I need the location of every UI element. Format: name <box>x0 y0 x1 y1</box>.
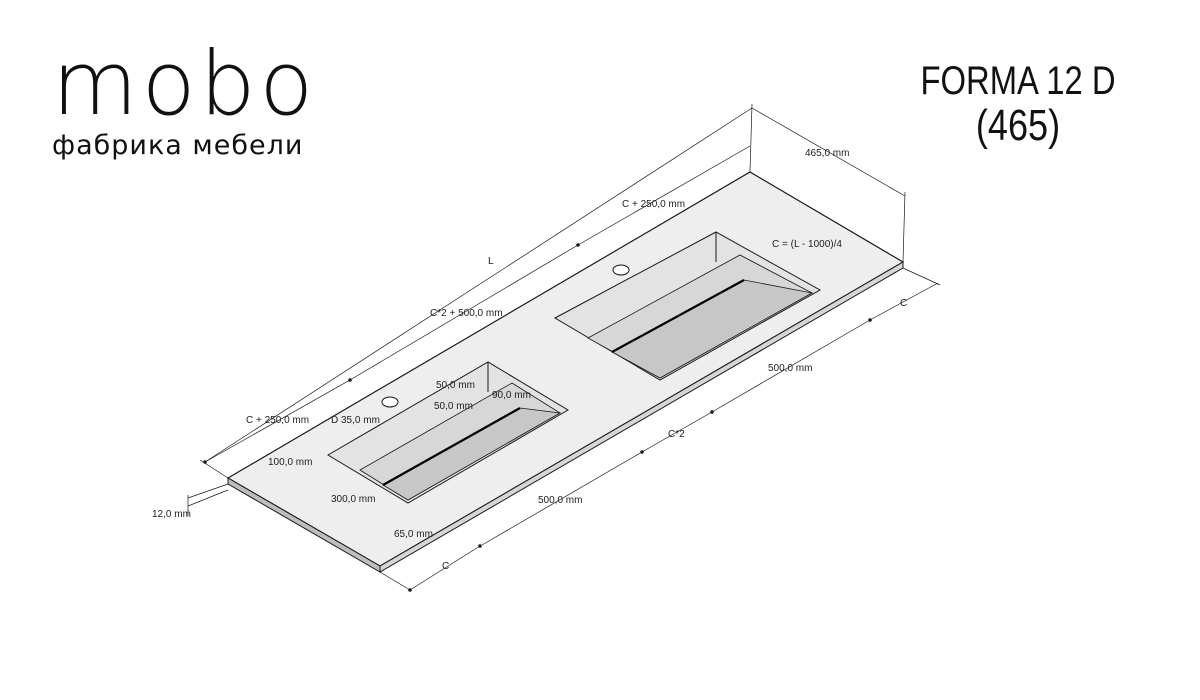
dim-basin-right: 500,0 mm <box>768 363 812 374</box>
product-size: (465) <box>975 101 1061 150</box>
dimension-lines <box>187 103 941 591</box>
product-title: FORMA 12 D (465) <box>888 60 1148 150</box>
dim-depth: 465,0 mm <box>805 148 849 159</box>
dim-c-right-top: C + 250,0 mm <box>622 199 685 210</box>
dim-edge-100: 100,0 mm <box>268 457 312 468</box>
dim-hole-d: D 35,0 mm <box>331 415 380 426</box>
dim-c2-mid: C*2 + 500,0 mm <box>430 308 503 319</box>
dim-front-65: 65,0 mm <box>394 529 433 540</box>
dim-c-right-side: C <box>900 298 907 309</box>
basin-left <box>327 361 569 504</box>
logo-wordmark: mobo <box>52 32 318 135</box>
dim-c-bottom: C <box>442 561 449 572</box>
product-model: FORMA 12 D <box>920 59 1116 103</box>
dim-c-formula: C = (L - 1000)/4 <box>772 239 842 250</box>
logo-tagline: фабрика мебели <box>52 130 304 161</box>
brand-logo: mobo фабрика мебели <box>52 32 318 162</box>
dim-length: L <box>488 256 494 267</box>
basin-right <box>553 231 822 381</box>
dimension-ticks <box>203 243 872 592</box>
dim-basin-left: 500,0 mm <box>538 495 582 506</box>
dim-drain-gap2: 50,0 mm <box>434 401 473 412</box>
dim-basin-depth: 90,0 mm <box>492 390 531 401</box>
dim-c-left: C + 250,0 mm <box>246 415 309 426</box>
dim-thickness: 12,0 mm <box>152 509 191 520</box>
tap-hole-left <box>381 396 399 408</box>
dim-drain-gap1: 50,0 mm <box>436 380 475 391</box>
dim-basin-width: 300,0 mm <box>331 494 375 505</box>
dim-c2-bottom: C*2 <box>668 429 685 440</box>
tap-hole-right <box>612 264 630 276</box>
